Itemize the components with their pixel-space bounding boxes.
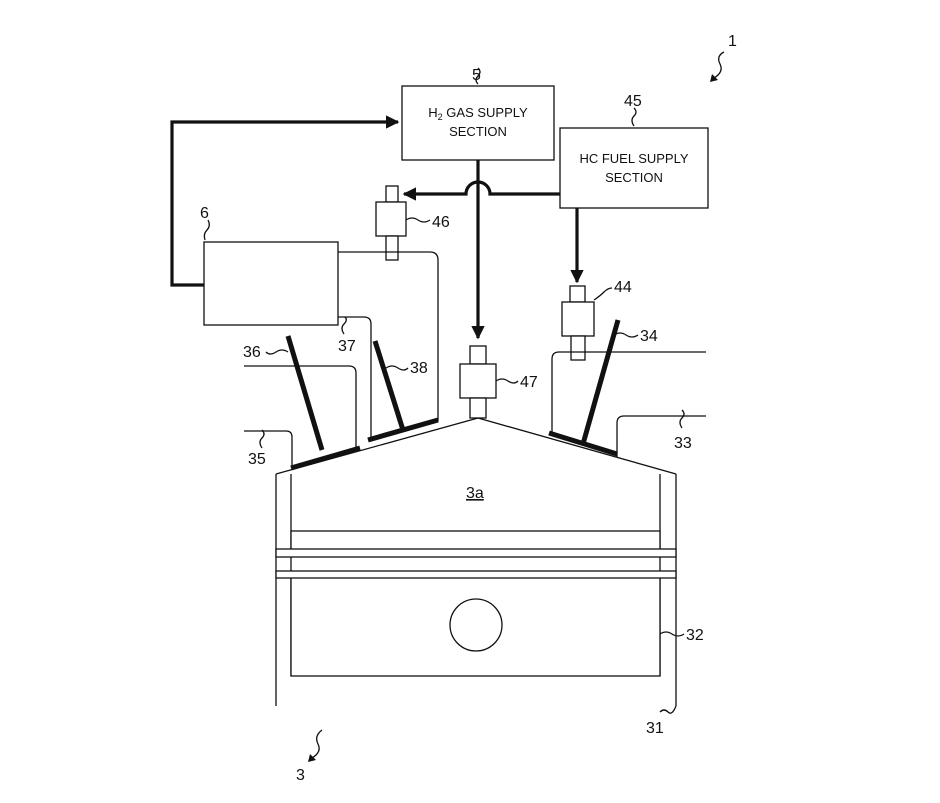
- leader-1: [713, 51, 725, 79]
- h2-box-subscript: 2: [438, 112, 443, 122]
- label-5: 5: [472, 67, 481, 84]
- h2-box-line2: SECTION: [449, 124, 507, 139]
- leader-38: [385, 365, 409, 371]
- injector-47: [459, 345, 497, 419]
- port-34-outline: [551, 351, 706, 432]
- unit-6-box: [203, 241, 339, 326]
- svg-text:H2 GAS SUPPLY: H2 GAS SUPPLY: [428, 105, 528, 122]
- leader-35: [259, 429, 265, 449]
- port-33-outline: [616, 415, 706, 457]
- leader-47: [495, 378, 519, 384]
- label-3: 3: [296, 767, 305, 784]
- leader-45: [631, 107, 637, 127]
- leader-32: [659, 631, 685, 637]
- leader-44: [593, 287, 613, 301]
- leader-31: [659, 705, 677, 714]
- hc-box-line1: HC FUEL SUPPLY: [579, 151, 688, 166]
- exhaust-port-37-inner: [338, 316, 372, 440]
- leader-5: [475, 67, 481, 85]
- label-31: 31: [646, 720, 664, 737]
- label-33: 33: [674, 435, 692, 452]
- label-3a: 3a: [466, 485, 484, 502]
- label-32: 32: [686, 627, 704, 644]
- port-36-outline: [244, 365, 357, 448]
- label-47: 47: [520, 374, 538, 391]
- hc-line-to-injector-46: [402, 180, 560, 201]
- leader-37: [341, 316, 347, 335]
- label-36: 36: [243, 344, 261, 361]
- leader-6: [203, 219, 210, 241]
- label-38: 38: [410, 360, 428, 377]
- label-6: 6: [200, 205, 209, 222]
- cylinder-head-right: [477, 417, 677, 475]
- leader-3: [311, 729, 323, 759]
- label-44: 44: [614, 279, 632, 296]
- hc-fuel-supply-section: HC FUEL SUPPLY SECTION: [559, 127, 709, 209]
- h2-box-h: H: [428, 105, 437, 120]
- arrowhead-1: [710, 74, 718, 82]
- valve-34-seat: [548, 430, 618, 457]
- leader-36: [265, 349, 289, 355]
- label-37: 37: [338, 338, 356, 355]
- leader-46: [405, 217, 431, 223]
- leader-34: [613, 332, 639, 338]
- label-46: 46: [432, 214, 450, 231]
- arrowhead-3: [308, 754, 316, 762]
- valve-38-seat: [367, 417, 439, 443]
- h2-gas-supply-section: H2 GAS SUPPLY SECTION: [401, 85, 555, 161]
- h2-box-rest: GAS SUPPLY: [443, 105, 528, 120]
- hc-box-line2: SECTION: [605, 170, 663, 185]
- return-line-6-to-h2: [170, 115, 400, 287]
- label-1: 1: [728, 33, 737, 50]
- valve-34: [580, 319, 621, 445]
- label-45: 45: [624, 93, 642, 110]
- piston-32: [275, 530, 677, 677]
- valve-36: [285, 335, 325, 451]
- leader-33: [679, 409, 685, 429]
- port-35-outline: [244, 430, 293, 468]
- label-35: 35: [248, 451, 266, 468]
- label-34: 34: [640, 328, 658, 345]
- injector-46: [375, 185, 407, 261]
- valve-36-seat: [290, 445, 361, 471]
- exhaust-port-37: [338, 251, 439, 421]
- valve-38: [372, 340, 406, 431]
- injector-44: [561, 285, 595, 361]
